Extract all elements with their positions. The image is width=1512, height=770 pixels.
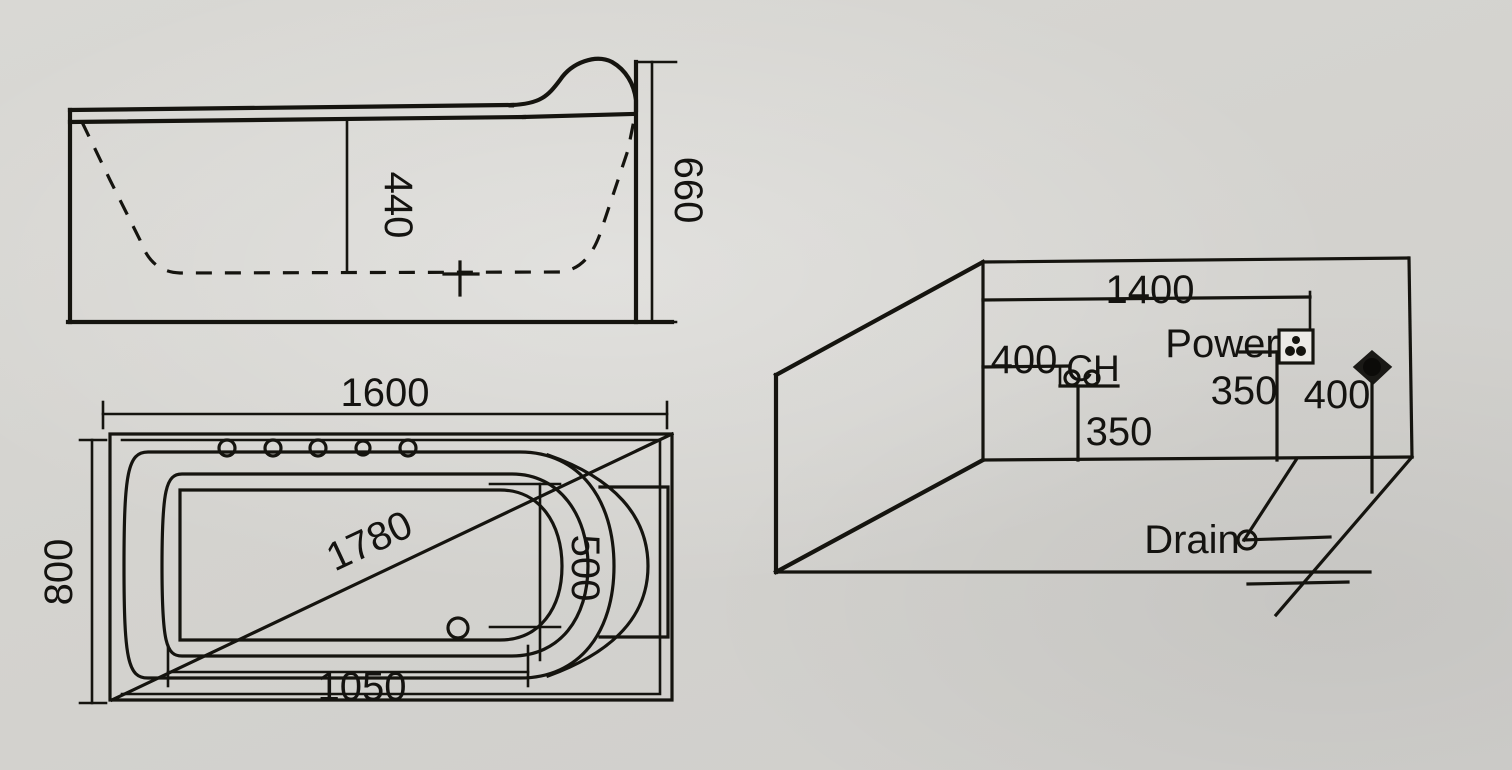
drain-point-icon: [1352, 350, 1393, 386]
plan-end-panel: [598, 485, 670, 639]
plan-drain-hole-icon: [446, 616, 470, 640]
iso-drain-pipe-b: [1242, 535, 1332, 542]
power-outlet-icon: [1277, 328, 1315, 365]
label-dim-440: 440: [376, 172, 420, 239]
plan-bath-rim: [160, 472, 590, 658]
ch-inlet-cold: [1063, 369, 1081, 387]
label-dim-800: 800: [37, 539, 81, 606]
plan-basin: [178, 488, 564, 642]
isometric-view: [773, 256, 1415, 618]
label-iso-1400: 1400: [1106, 268, 1195, 312]
label-iso-350-power: 350: [1211, 369, 1278, 413]
dim-line-1400: [981, 295, 1312, 302]
power-outlet-pin-left: [1285, 346, 1295, 356]
iso-backwall-top: [981, 256, 1410, 264]
iso-drain-pipe-c: [1273, 454, 1415, 618]
elevation-rim-top: [67, 102, 515, 113]
dim-group-1050: [166, 644, 530, 688]
label-iso-350-ch: 350: [1086, 410, 1153, 454]
dim-group-500: [488, 482, 562, 662]
plan-outer-rect: [108, 432, 674, 702]
label-dim-500: 500: [563, 535, 607, 602]
label-dim-1780: 1780: [320, 502, 419, 579]
iso-drain-circle-icon: [1236, 529, 1258, 551]
plan-view: [78, 400, 675, 705]
plan-bath-shell: [122, 450, 616, 680]
dim-line-1780: [109, 431, 675, 703]
plan-outer-rect-offset: [120, 438, 662, 696]
dim-group-1600: [101, 400, 669, 430]
elevation-headrest-curve: [509, 56, 639, 113]
elevation-view: [65, 56, 678, 325]
ch-water-inlet-icon: [1063, 369, 1101, 387]
power-outlet-box: [1277, 328, 1315, 365]
jet-icon-5: [398, 438, 418, 458]
jet-icon-2: [263, 438, 283, 458]
label-dim-1600: 1600: [341, 371, 430, 415]
dim-group-800: [78, 438, 108, 705]
label-dim-660: 660: [666, 157, 710, 224]
elevation-centre-mark-icon: [442, 260, 480, 297]
jet-icon-4: [354, 439, 372, 457]
elevation-rim-underside: [521, 111, 635, 120]
jet-icon-3: [308, 438, 328, 458]
label-dim-1050: 1050: [318, 665, 407, 709]
iso-backwall-bottom: [981, 455, 1414, 462]
label-iso-ch: CH: [1066, 348, 1119, 389]
power-outlet-pin-right: [1296, 346, 1306, 356]
iso-sidewall-bottom-edge: [773, 457, 986, 575]
iso-backwall-right: [1407, 256, 1414, 459]
label-iso-power: Power: [1165, 322, 1278, 366]
label-iso-400-drain: 400: [1304, 373, 1371, 417]
elevation-basin-profile-dashed: [80, 119, 636, 275]
power-outlet-pin-top: [1292, 336, 1300, 344]
whirlpool-jets-group: [217, 438, 418, 458]
elevation-rim-bottom: [67, 114, 527, 125]
ch-inlet-hot: [1083, 369, 1101, 387]
label-iso-400-left: 400: [991, 338, 1058, 382]
jet-icon-1: [217, 438, 237, 458]
iso-sidewall-top-edge: [773, 259, 986, 378]
drain-point-centre: [1363, 358, 1381, 376]
iso-drain-pipe-d: [1246, 580, 1350, 586]
dim-line-400-left: [981, 364, 1072, 369]
iso-drain-pipe-a: [1241, 457, 1299, 543]
plan-headrest-arc: [545, 452, 650, 679]
dim-group-660: [634, 60, 678, 324]
label-iso-drain: Drain: [1144, 518, 1240, 562]
